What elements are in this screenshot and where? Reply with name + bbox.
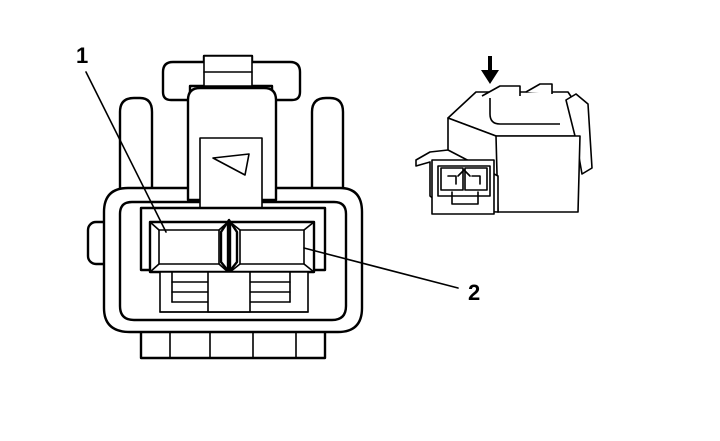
terminal-cavity-left xyxy=(148,220,230,274)
leader-line-1 xyxy=(85,71,167,233)
terminal-cavity-right xyxy=(228,220,316,274)
polarity-triangle-icon xyxy=(212,153,250,176)
lock-column xyxy=(186,86,278,211)
callout-label-2: 2 xyxy=(468,280,480,305)
callout-2: 2 xyxy=(303,247,480,305)
terminal-slots xyxy=(159,271,309,313)
left-latch-arm xyxy=(118,96,154,190)
connector-isometric-view xyxy=(415,56,593,215)
top-latch xyxy=(161,54,302,102)
down-arrow-icon xyxy=(481,56,499,84)
callout-label-1: 1 xyxy=(76,43,88,68)
connector-front-view xyxy=(86,54,364,360)
iso-terminal-cavities xyxy=(440,167,488,205)
callout-1: 1 xyxy=(76,43,167,233)
leader-line-2 xyxy=(303,247,459,289)
right-latch-arm xyxy=(310,96,345,190)
